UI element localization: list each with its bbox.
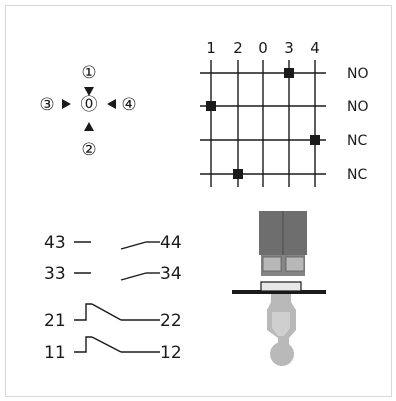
row-label: NC	[347, 167, 367, 183]
lever-highlight	[272, 312, 290, 336]
contact-symbols	[74, 241, 160, 353]
terminal-label: 21	[44, 311, 66, 331]
row-label: NO	[347, 66, 369, 82]
mounting-nut	[260, 281, 302, 292]
position-left-label: ③	[39, 95, 54, 115]
switch-terminal-right	[285, 256, 305, 272]
contact-table: 1 2 0 3 4 NO NO NC NC	[200, 39, 369, 187]
column-label: 3	[284, 39, 294, 57]
lever-knob	[270, 342, 294, 366]
row-label: NO	[347, 99, 369, 115]
row-label: NC	[347, 133, 367, 149]
contact-blade	[91, 336, 122, 353]
contact-blade	[120, 272, 147, 281]
column-label: 4	[310, 39, 320, 57]
position-right-label: ④	[121, 95, 136, 115]
contact-blade	[91, 303, 122, 321]
contact-line	[74, 336, 92, 353]
column-label: 1	[206, 39, 216, 57]
arrow-up-icon	[84, 122, 94, 131]
joystick-position-symbol: ① ③ ⓪ ④ ②	[39, 63, 136, 160]
terminal-label: 11	[44, 343, 66, 363]
contact-terminal-labels: 43 44 33 34 21 22 11 12	[44, 233, 182, 363]
terminal-label: 22	[160, 311, 182, 331]
arrow-left-icon	[107, 99, 116, 109]
contact-closed-marker	[233, 169, 243, 179]
position-center-label: ⓪	[81, 95, 98, 115]
diagram-frame	[5, 5, 392, 397]
mounting-plate	[232, 290, 326, 294]
position-bottom-label: ②	[81, 140, 96, 160]
switch-terminal-left	[262, 256, 282, 272]
contact-closed-marker	[206, 101, 216, 111]
column-label: 2	[233, 39, 243, 57]
terminal-label: 33	[44, 264, 66, 284]
terminal-label: 43	[44, 233, 66, 253]
contact-closed-marker	[284, 68, 294, 78]
terminal-label: 12	[160, 343, 182, 363]
arrow-down-icon	[84, 87, 94, 96]
terminal-label: 44	[160, 233, 182, 253]
terminal-label: 34	[160, 264, 182, 284]
column-label: 0	[258, 39, 268, 57]
contact-closed-marker	[310, 135, 320, 145]
contact-blade	[120, 241, 147, 250]
contact-line	[74, 303, 92, 321]
position-top-label: ①	[81, 63, 96, 83]
joystick-switch-illustration	[232, 211, 326, 366]
arrow-right-icon	[62, 99, 71, 109]
